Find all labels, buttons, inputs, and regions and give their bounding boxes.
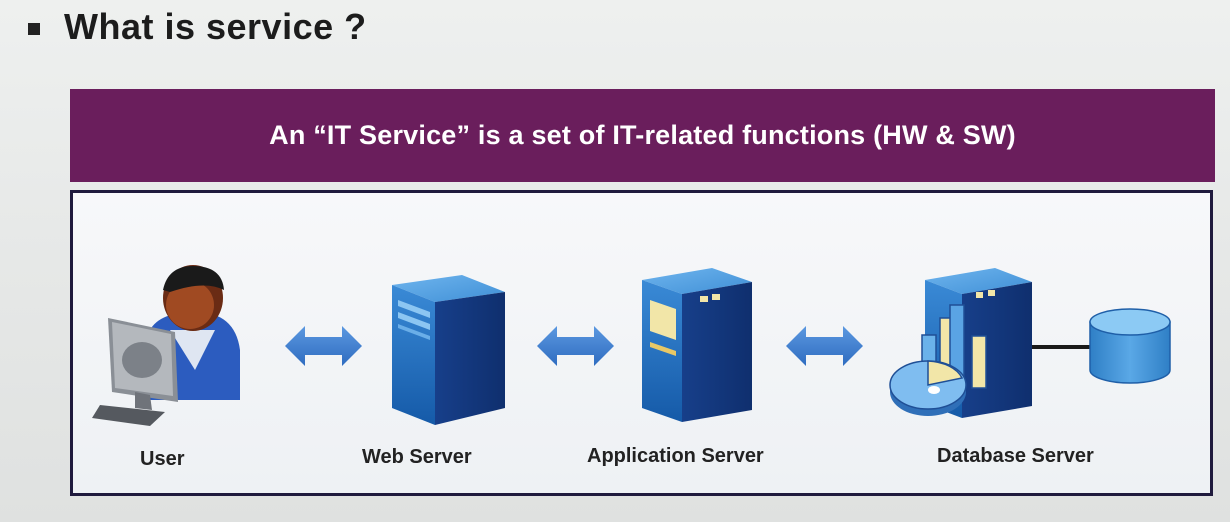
node-label-database-server: Database Server — [937, 445, 1094, 467]
bidirectional-arrow-icon — [786, 326, 863, 366]
database-server-icon — [889, 268, 1032, 418]
bidirectional-arrow-icon — [537, 326, 614, 366]
definition-banner: An “IT Service” is a set of IT-related f… — [70, 89, 1215, 182]
application-server-icon — [642, 268, 752, 422]
node-label-user: User — [140, 448, 185, 470]
user-at-computer-icon — [92, 265, 240, 426]
node-label-web-server: Web Server — [362, 446, 472, 468]
node-label-application-server: Application Server — [587, 445, 764, 467]
page-title: What is service ? — [64, 6, 367, 47]
bidirectional-arrow-icon — [285, 326, 362, 366]
banner-text: An “IT Service” is a set of IT-related f… — [269, 120, 1016, 150]
bullet-square-icon — [28, 23, 40, 35]
web-server-icon — [392, 275, 505, 425]
slide-heading: What is service ? — [28, 2, 367, 52]
database-storage-icon — [1089, 308, 1171, 384]
